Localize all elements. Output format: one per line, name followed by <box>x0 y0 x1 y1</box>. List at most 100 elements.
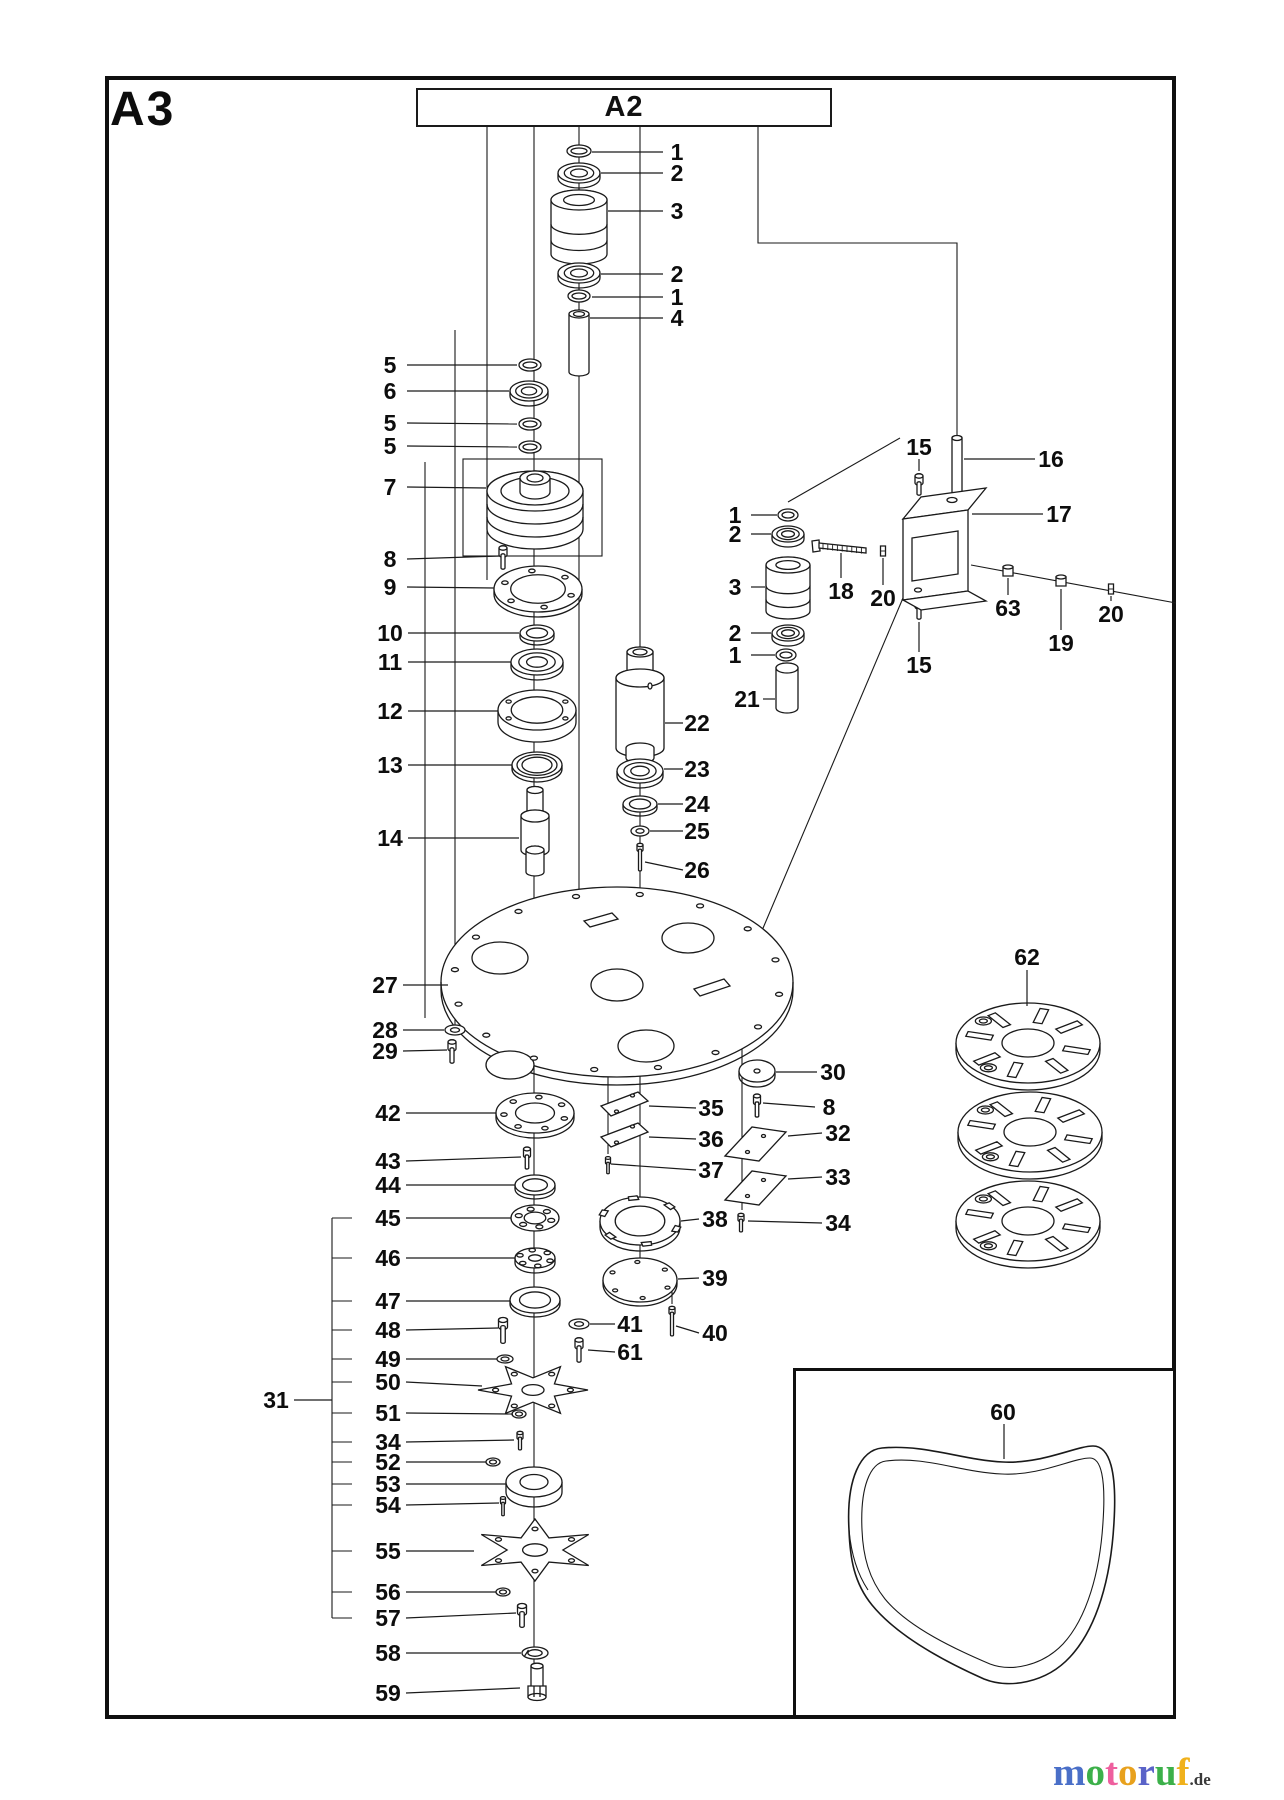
callout-label: 1 <box>671 284 684 310</box>
part-61-bolt <box>574 1337 584 1363</box>
callout-16: 16 <box>964 446 1064 472</box>
callout-28: 28 <box>372 1017 444 1043</box>
part-10-ring <box>519 624 555 646</box>
callout-2: 2 <box>601 261 683 287</box>
callout-39: 39 <box>677 1265 728 1291</box>
callout-36: 36 <box>648 1126 724 1152</box>
part-35-baffle <box>599 1091 650 1117</box>
callout-44: 44 <box>375 1172 515 1198</box>
callout-22: 22 <box>665 710 710 736</box>
part-13-seal <box>511 751 563 783</box>
callout-27: 27 <box>372 972 448 998</box>
callout-label: 2 <box>729 521 742 547</box>
part-34-screw <box>737 1212 745 1233</box>
callout-label: 4 <box>671 305 684 331</box>
part-60-belt <box>847 1445 1116 1685</box>
callout-label: 20 <box>1098 601 1124 627</box>
callout-1: 1 <box>592 139 684 165</box>
part-6-bearing <box>509 380 549 407</box>
callout-56: 56 <box>375 1579 496 1605</box>
callout-label: 19 <box>1048 630 1074 656</box>
callout-4: 4 <box>590 305 684 331</box>
part-20-pin <box>879 545 887 557</box>
callout-label: 55 <box>375 1538 401 1564</box>
callout-label: 15 <box>906 434 932 460</box>
callout-label: 44 <box>375 1172 401 1198</box>
callout-8: 8 <box>384 546 501 572</box>
callout-label: 41 <box>617 1311 643 1337</box>
part-8-bolt <box>498 545 508 570</box>
part-25-washer <box>630 825 650 837</box>
callout-label: 31 <box>263 1387 289 1413</box>
callout-5: 5 <box>384 410 518 436</box>
part-43-bolt <box>522 1146 532 1170</box>
callout-label: 32 <box>825 1120 851 1146</box>
callout-label: 17 <box>1046 501 1072 527</box>
callout-18: 18 <box>828 553 854 604</box>
callout-43: 43 <box>375 1148 522 1174</box>
callout-label: 7 <box>384 474 397 500</box>
part-14-shaft <box>520 785 550 877</box>
callout-label: 48 <box>375 1317 401 1343</box>
ref-label: A2 <box>604 91 644 123</box>
callout-label: 47 <box>375 1288 401 1314</box>
construction-lines <box>331 127 1177 1700</box>
callout-24: 24 <box>658 791 710 817</box>
part-2-bearing <box>557 162 601 189</box>
callout-35: 35 <box>648 1095 724 1121</box>
callout-13: 13 <box>377 752 512 778</box>
callout-label: 50 <box>375 1369 401 1395</box>
callout-52: 52 <box>375 1449 486 1475</box>
part-1-circlip <box>566 144 592 158</box>
part-17-bracket <box>900 487 989 611</box>
callout-label: 33 <box>825 1164 851 1190</box>
callout-label: 57 <box>375 1605 401 1631</box>
sheet-label: A3 <box>110 83 176 136</box>
watermark-letter: t <box>1105 1751 1118 1794</box>
callout-label: 8 <box>384 546 397 572</box>
part-11-bearing <box>510 648 564 681</box>
callout-6: 6 <box>384 378 509 404</box>
part-5-circlip <box>518 440 542 454</box>
callout-11: 11 <box>378 649 511 675</box>
callout-15: 15 <box>906 622 932 678</box>
part-40-bolt <box>668 1305 676 1337</box>
callout-33: 33 <box>787 1164 851 1190</box>
watermark-suffix: .de <box>1189 1770 1211 1789</box>
part-2-bearing <box>557 262 601 289</box>
callout-41: 41 <box>590 1311 643 1337</box>
part-33-wearplate <box>723 1170 788 1206</box>
callout-label: 62 <box>1014 944 1040 970</box>
callout-62: 62 <box>1014 944 1040 1006</box>
callout-23: 23 <box>664 756 710 782</box>
callout-1: 1 <box>729 502 777 528</box>
part-54-screw <box>499 1495 507 1517</box>
callout-label: 14 <box>377 825 403 851</box>
callout-label: 2 <box>671 160 684 186</box>
callout-label: 46 <box>375 1245 401 1271</box>
callout-label: 22 <box>684 710 710 736</box>
callout-label: 13 <box>377 752 403 778</box>
callout-45: 45 <box>375 1205 511 1231</box>
part-62-disc <box>957 1091 1103 1180</box>
callout-label: 43 <box>375 1148 401 1174</box>
callout-label: 5 <box>384 352 397 378</box>
part-37-screw <box>604 1155 612 1175</box>
callout-label: 40 <box>702 1320 728 1346</box>
part-41-washer <box>568 1318 590 1330</box>
part-21-spacer <box>775 662 799 714</box>
callout-50: 50 <box>375 1369 483 1395</box>
callout-20: 20 <box>1098 596 1124 627</box>
callout-label: 51 <box>375 1400 401 1426</box>
callout-48: 48 <box>375 1317 499 1343</box>
callout-60: 60 <box>990 1399 1016 1459</box>
callout-label: 9 <box>384 574 397 600</box>
callout-34: 34 <box>747 1210 851 1236</box>
callouts: 1232145655789101112131427282942434445464… <box>263 139 1124 1706</box>
callout-30: 30 <box>776 1059 846 1085</box>
callout-58: 58 <box>375 1640 521 1666</box>
part-42-flange <box>495 1092 575 1139</box>
callout-40: 40 <box>675 1320 728 1346</box>
callout-10: 10 <box>377 620 519 646</box>
part-30-cap <box>738 1059 776 1088</box>
